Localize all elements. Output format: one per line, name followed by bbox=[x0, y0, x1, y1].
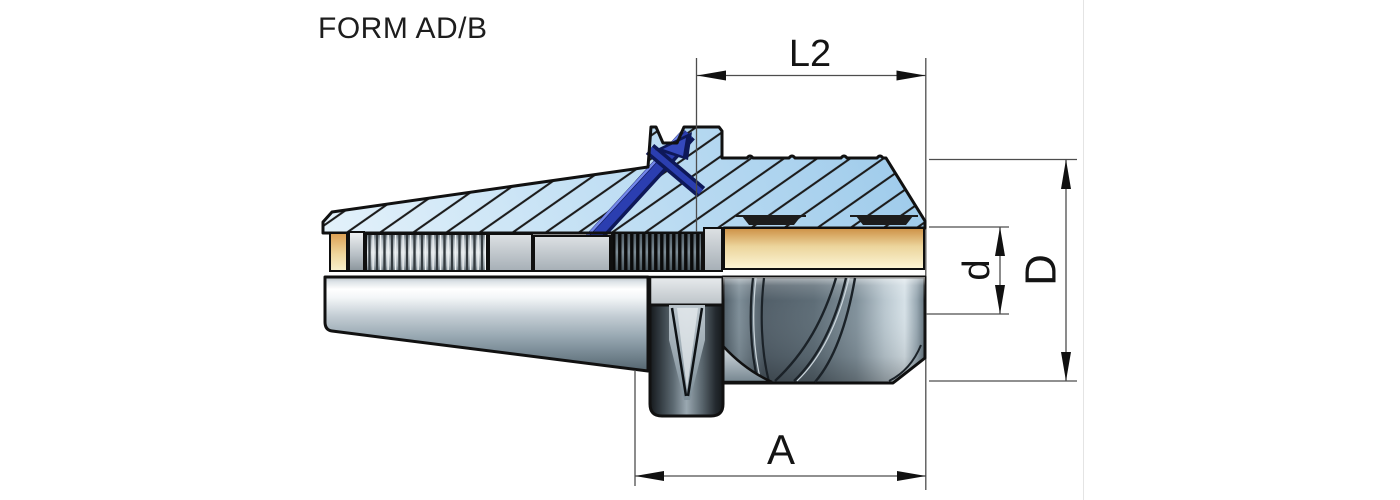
arrowhead bbox=[1061, 352, 1071, 381]
dimension-label-a: A bbox=[767, 426, 795, 473]
flange-groove-edge bbox=[670, 307, 688, 397]
dimension-label-D: D bbox=[1017, 254, 1066, 286]
flange-transition-wedge bbox=[721, 342, 773, 384]
arrowhead bbox=[635, 471, 664, 481]
arrowhead bbox=[995, 285, 1005, 314]
lower-external-half bbox=[323, 275, 927, 418]
spiral-groove-highlight bbox=[796, 277, 850, 382]
body-segment-b bbox=[533, 235, 611, 272]
arrowhead bbox=[897, 471, 926, 481]
arrowhead bbox=[697, 70, 726, 81]
dimension-annotations: L2 A d D bbox=[634, 33, 1077, 486]
dimension-arrowheads bbox=[635, 70, 1071, 481]
spacer-block bbox=[348, 231, 365, 272]
spiral-groove-line bbox=[774, 277, 838, 382]
upper-section-half bbox=[321, 125, 927, 272]
arrowhead bbox=[995, 227, 1005, 256]
flange-groove-highlight bbox=[677, 308, 698, 390]
ribbed-sleeve bbox=[365, 233, 488, 272]
taper-shell-section-hatch bbox=[323, 127, 925, 233]
flange-top-band bbox=[648, 275, 725, 307]
arrowhead bbox=[1061, 159, 1071, 189]
wrench-slots bbox=[736, 215, 918, 225]
dimension-label-l2: L2 bbox=[789, 33, 831, 75]
spiral-groove-line bbox=[793, 277, 848, 382]
wrench-slot bbox=[742, 216, 801, 225]
bore-d-section bbox=[723, 227, 925, 270]
thread-section bbox=[611, 232, 703, 272]
drawing-title: FORM AD/B bbox=[318, 12, 488, 45]
dimension-label-d: d bbox=[956, 259, 998, 280]
arrowhead bbox=[896, 70, 926, 81]
spiral-groove-highlight bbox=[753, 277, 762, 383]
spiral-groove-line bbox=[760, 277, 771, 383]
bore-left-section bbox=[329, 232, 348, 272]
wrench-slot bbox=[856, 216, 913, 225]
nose-spacer bbox=[703, 227, 723, 272]
spiral-groove-line bbox=[814, 277, 857, 383]
taper-cone-exterior bbox=[323, 275, 650, 373]
spiral-groove-line bbox=[749, 277, 760, 383]
spiral-grooves bbox=[749, 277, 922, 383]
body-segment-a bbox=[488, 233, 533, 272]
spiral-groove-line bbox=[888, 344, 922, 382]
clamping-nut-shading bbox=[723, 277, 925, 383]
flange-groove-edge bbox=[686, 307, 704, 397]
coolant-channel bbox=[586, 128, 706, 246]
extension-lines bbox=[634, 58, 1077, 486]
